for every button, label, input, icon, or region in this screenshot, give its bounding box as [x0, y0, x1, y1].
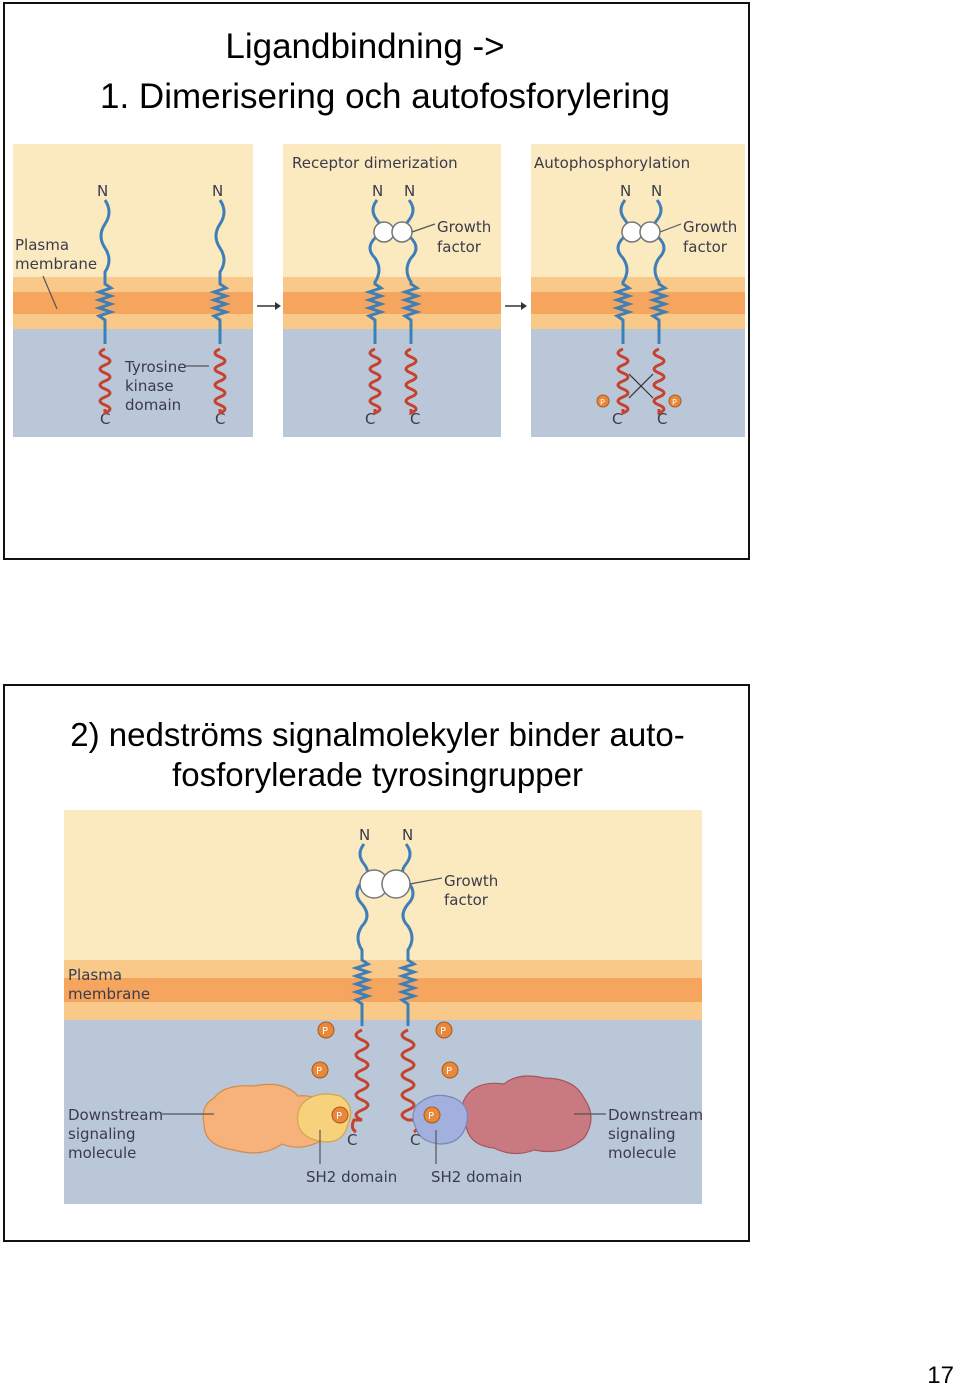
phosphates: P P P P [311, 1021, 459, 1079]
downstream-right-label-line-3: molecule [608, 1144, 676, 1162]
n-terminus-label: N [97, 182, 108, 200]
kinase-domain [652, 347, 666, 416]
growth-factor-label-line-1: Growth [683, 218, 737, 236]
cross-phosphorylation-arrow [628, 373, 654, 399]
c-terminus-label: C [410, 410, 420, 428]
phosphate-icon [331, 1106, 349, 1124]
tyrosine-kinase-label-line-2: kinase [125, 377, 174, 395]
growth-factor-icon [391, 221, 413, 243]
page-number: 17 [927, 1362, 954, 1389]
phosphate-label: P [672, 398, 677, 407]
downstream-left-label-line-1: Downstream [68, 1106, 163, 1124]
receptor-chain [364, 199, 386, 344]
kinase-domain [400, 1028, 420, 1134]
slide-2-title-line-2: fosforylerade tyrosingrupper [172, 756, 583, 793]
receptor-chain [94, 199, 116, 344]
phosphate-label: P [322, 1026, 328, 1037]
phosphate-label: P [446, 1066, 452, 1077]
growth-factor-label-line-1: Growth [437, 218, 491, 236]
panel-receptor-dimerization: Receptor dimerization N N C C Growth fac… [283, 144, 501, 437]
sh2-domain-label-right: SH2 domain [431, 1168, 522, 1186]
n-terminus-label: N [359, 826, 370, 844]
downstream-left-label-line-2: signaling [68, 1125, 136, 1143]
phosphate-icon [423, 1106, 441, 1124]
kinase-domain [213, 347, 227, 416]
n-terminus-label: N [651, 182, 662, 200]
growth-factor-label-line-2: factor [683, 238, 728, 256]
plasma-membrane-label-line-1: Plasma [15, 236, 69, 254]
panel-unbound-receptors: Plasma membrane N N C C Tyrosine kinase … [13, 144, 253, 437]
plasma-membrane-label-line-1: Plasma [68, 966, 122, 984]
downstream-left-label-line-3: molecule [68, 1144, 136, 1162]
kinase-domain [404, 347, 418, 416]
c-terminus-label: C [100, 410, 110, 428]
growth-factor-icon [373, 221, 395, 243]
phosphate-label: P [440, 1026, 446, 1037]
kinase-domain [98, 347, 112, 416]
n-terminus-label: N [402, 826, 413, 844]
n-terminus-label: N [212, 182, 223, 200]
n-terminus-label: N [404, 182, 415, 200]
plasma-membrane-label-line-2: membrane [68, 985, 150, 1003]
n-terminus-label: N [372, 182, 383, 200]
downstream-signaling-figure: Plasma membrane N N Growth factor P P P … [64, 810, 702, 1204]
slide-1-title-line-1: Ligandbindning -> [225, 27, 505, 66]
sh2-domain-right [412, 1094, 469, 1145]
slide-2: 2) nedströms signalmolekyler binder auto… [3, 684, 750, 1242]
phosphate-icon [668, 394, 682, 408]
receptor-chain [400, 199, 422, 344]
c-terminus-label: C [410, 1131, 420, 1149]
tyrosine-kinase-label-line-3: domain [125, 396, 181, 414]
growth-factor-label-line-2: factor [444, 891, 489, 909]
downstream-molecule-right [461, 1075, 592, 1155]
slide-2-title-line-1: 2) nedströms signalmolekyler binder auto… [70, 716, 685, 753]
kinase-domain [350, 1028, 370, 1134]
growth-factor-label-line-2: factor [437, 238, 482, 256]
growth-factor-icon [621, 221, 643, 243]
panel-autophosphorylation: Autophosphorylation N N C C P P Growth f… [531, 144, 745, 437]
arrow-head-icon [275, 302, 281, 310]
slide-1-title-line-2: 1. Dimerisering och autofosforylering [100, 77, 670, 116]
panel-heading: Receptor dimerization [292, 154, 458, 172]
c-terminus-label: C [365, 410, 375, 428]
sh2-domain-label-left: SH2 domain [306, 1168, 397, 1186]
receptor-chain [612, 199, 634, 344]
receptor-chain [648, 199, 670, 344]
phosphate-icon [441, 1061, 459, 1079]
receptor-activation-figure: Plasma membrane N N C C Tyrosine kinase … [13, 144, 745, 437]
phosphate-label: P [316, 1066, 322, 1077]
downstream-right-label-line-1: Downstream [608, 1106, 702, 1124]
phosphate-label: P [428, 1111, 434, 1122]
phosphate-icon [435, 1021, 453, 1039]
downstream-right-label-line-2: signaling [608, 1125, 676, 1143]
slide-1: Ligandbindning -> 1. Dimerisering och au… [3, 2, 750, 560]
phosphate-icon [311, 1061, 329, 1079]
receptor-chain [209, 199, 231, 344]
c-terminus-label: C [612, 410, 622, 428]
kinase-domain [616, 347, 630, 416]
receptor-chain [397, 843, 419, 1026]
phosphate-label: P [600, 398, 605, 407]
phosphate-label: P [336, 1111, 342, 1122]
kinase-domain [368, 347, 382, 416]
receptor-chain [351, 843, 373, 1026]
phosphate-icon [596, 394, 610, 408]
arrow-head-icon [521, 302, 527, 310]
c-terminus-label: C [347, 1131, 357, 1149]
plasma-membrane-label-line-2: membrane [15, 255, 97, 273]
sh2-domain-left [297, 1093, 352, 1143]
n-terminus-label: N [620, 182, 631, 200]
growth-factor-icon [381, 869, 411, 899]
growth-factor-icon [639, 221, 661, 243]
panel-heading: Autophosphorylation [534, 154, 690, 172]
c-terminus-label: C [215, 410, 225, 428]
phosphate-icon [317, 1021, 335, 1039]
c-terminus-label: C [657, 410, 667, 428]
tyrosine-kinase-label-line-1: Tyrosine [124, 358, 186, 376]
growth-factor-label-line-1: Growth [444, 872, 498, 890]
